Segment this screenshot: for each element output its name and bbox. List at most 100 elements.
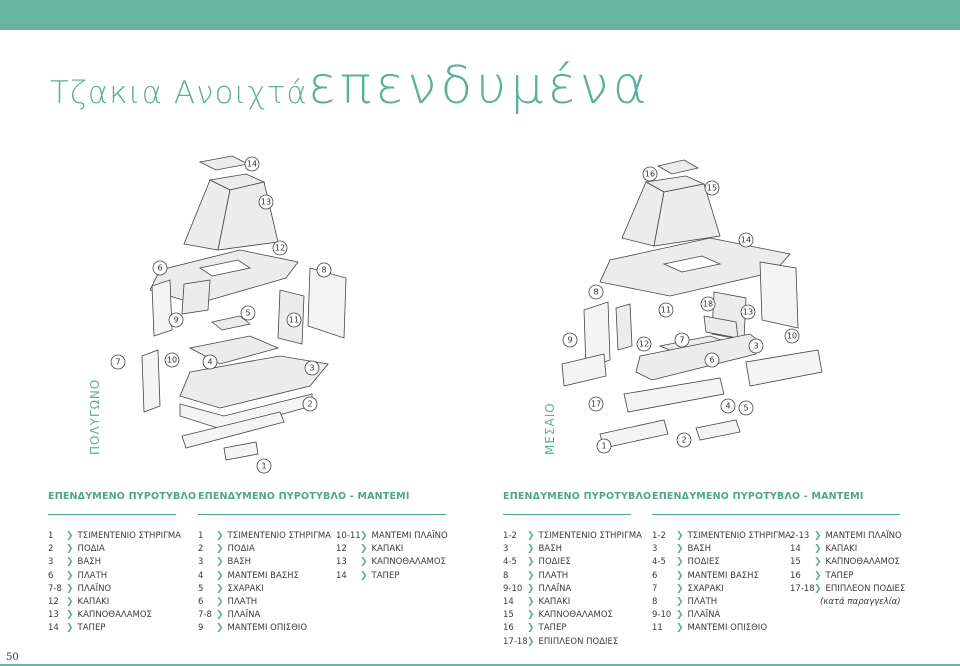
- part-base: [179, 355, 329, 409]
- part-side-7: [141, 349, 161, 413]
- svg-text:16: 16: [645, 170, 655, 179]
- list-item: 8❯ΠΛΑΤΗ: [503, 570, 569, 581]
- list-item: 2-13❯ΜΑΝΤΕΜΙ ΠΛΑΪΝΟ: [790, 531, 902, 541]
- svg-text:3: 3: [309, 364, 314, 373]
- svg-text:4: 4: [725, 402, 730, 411]
- list-item: 13❯ΚΑΠΝΟΘΑΛΑΜΟΣ: [48, 610, 152, 621]
- svg-text:14: 14: [741, 236, 751, 245]
- svg-text:12: 12: [275, 244, 285, 253]
- svg-text:12: 12: [639, 340, 649, 349]
- list-item: 14❯ΤΑΠΕΡ: [336, 570, 400, 581]
- callouts-polygon: 14 13 12 6 8 9 5 11 7 10 4 3 2 1: [110, 156, 332, 474]
- page-number: 50: [6, 652, 19, 663]
- callout-8: 8: [588, 284, 604, 300]
- callout-2: 2: [302, 396, 318, 412]
- callout-8: 8: [316, 262, 332, 278]
- svg-text:8: 8: [593, 288, 598, 297]
- svg-text:10: 10: [787, 332, 797, 341]
- part-support: [181, 411, 285, 449]
- list-item: 16❯ΤΑΠΕΡ: [503, 623, 567, 634]
- part-cast-side: [615, 303, 633, 351]
- callout-13: 13: [740, 304, 756, 320]
- svg-text:9: 9: [567, 336, 572, 345]
- list-item: 3❯ΒΑΣΗ: [652, 544, 711, 555]
- list-item: 3❯ΒΑΣΗ: [48, 557, 101, 568]
- callout-15: 15: [704, 180, 720, 196]
- part-grate: [211, 315, 251, 331]
- section-heading-4: ΕΠΕΝΔΥΜΕΝΟ ΠΥΡΟΤΥΒΛΟ - ΜΑΝΤΕΜΙ: [652, 491, 864, 502]
- svg-text:10: 10: [167, 356, 177, 365]
- list-item: 12❯ΚΑΠΑΚΙ: [48, 597, 110, 608]
- section-rule-3: [503, 514, 631, 515]
- callout-3: 3: [304, 360, 320, 376]
- list-item: 1❯ΤΣΙΜΕΝΤΕΝΙΟ ΣΤΗΡΙΓΜΑ: [198, 531, 331, 541]
- svg-text:6: 6: [709, 356, 714, 365]
- list-item: 6❯ΜΑΝΤΕΜΙ ΒΑΣΗΣ: [652, 570, 759, 581]
- part-side-left: [151, 279, 173, 337]
- part-apron: [623, 377, 725, 413]
- svg-text:4: 4: [207, 358, 212, 367]
- part-taper: [656, 159, 700, 175]
- list-item: 15❯ΚΑΠΝΟΘΑΛΑΜΟΣ: [503, 610, 613, 621]
- list-item: 3❯ΒΑΣΗ: [503, 544, 562, 555]
- svg-text:13: 13: [743, 308, 753, 317]
- callout-6: 6: [704, 352, 720, 368]
- svg-text:5: 5: [245, 309, 250, 318]
- legend-section-2-col-2: 10-11❯ΜΑΝΤΕΜΙ ΠΛΑΪΝΟ 12❯ΚΑΠΑΚΙ 13❯ΚΑΠΝΟΘ…: [336, 530, 448, 583]
- page-title: Τζακια Ανοιχτάεπενδυμένα: [50, 56, 651, 116]
- title-part-2: επενδυμένα: [307, 56, 651, 116]
- exploded-diagram-medium: [561, 159, 823, 449]
- callout-9: 9: [562, 332, 578, 348]
- title-part-1: Τζακια Ανοιχτά: [50, 75, 308, 111]
- top-accent-bar: [0, 0, 960, 30]
- list-item: 12❯ΚΑΠΑΚΙ: [336, 544, 404, 555]
- callout-10: 10: [784, 328, 800, 344]
- part-side-right: [307, 267, 347, 339]
- svg-text:6: 6: [157, 264, 162, 273]
- svg-text:9: 9: [173, 316, 178, 325]
- svg-text:1: 1: [601, 442, 606, 451]
- callout-3: 3: [748, 338, 764, 354]
- callouts-medium: 16 15 14 8 11 18 13 9 12 7 6 3 10 17 4 5…: [562, 166, 800, 454]
- list-item: 15❯ΚΑΠΝΟΘΑΛΑΜΟΣ: [790, 557, 900, 568]
- callout-4: 4: [202, 354, 218, 370]
- svg-text:3: 3: [753, 342, 758, 351]
- svg-text:7: 7: [679, 336, 684, 345]
- callout-7: 7: [674, 332, 690, 348]
- legend-section-1: 1❯ΤΣΙΜΕΝΤΕΝΙΟ ΣΤΗΡΙΓΜΑ 2❯ΠΟΔΙΑ 3❯ΒΑΣΗ 6❯…: [48, 530, 181, 636]
- callout-5: 5: [240, 305, 256, 321]
- list-item: 13❯ΚΑΠΝΟΘΑΛΑΜΟΣ: [336, 557, 446, 568]
- list-item: 11❯ΜΑΝΤΕΜΙ ΟΠΙΣΘΙΟ: [652, 623, 768, 634]
- list-item: 7-8❯ΠΛΑΪΝΟ: [48, 583, 112, 594]
- list-item: 3❯ΒΑΣΗ: [198, 557, 251, 568]
- svg-text:2: 2: [681, 436, 686, 445]
- part-extra-right: [745, 349, 823, 387]
- list-item: 17-18❯ΕΠΙΠΛΕΟΝ ΠΟΔΙΕΣ: [503, 636, 619, 647]
- bottom-accent-line: [0, 664, 960, 666]
- list-item: 2❯ΠΟΔΙΑ: [48, 544, 105, 555]
- part-side-left: [583, 301, 611, 369]
- section-rule-2: [198, 514, 446, 515]
- legend-section-4-col-1: 1-2❯ΤΣΙΜΕΝΤΕΝΙΟ ΣΤΗΡΙΓΜΑ 3❯ΒΑΣΗ 4-5❯ΠΟΔΙ…: [652, 530, 791, 636]
- callout-5: 5: [738, 400, 754, 416]
- callout-17: 17: [588, 396, 604, 412]
- list-item: 1-2❯ΤΣΙΜΕΝΤΕΝΙΟ ΣΤΗΡΙΓΜΑ: [652, 531, 791, 541]
- callout-2: 2: [676, 432, 692, 448]
- callout-9: 9: [168, 312, 184, 328]
- callout-12: 12: [636, 336, 652, 352]
- list-item: 14❯ΚΑΠΑΚΙ: [790, 544, 858, 555]
- callout-11: 11: [286, 312, 302, 328]
- callout-1: 1: [256, 458, 272, 474]
- svg-text:2: 2: [307, 400, 312, 409]
- callout-18: 18: [700, 296, 716, 312]
- svg-text:14: 14: [247, 160, 257, 169]
- side-label-medium: ΜΕΣΑΙΟ: [543, 402, 557, 455]
- part-side-right: [759, 261, 799, 329]
- list-item: 9❯ΜΑΝΤΕΜΙ ΟΠΙΣΘΙΟ: [198, 623, 308, 634]
- part-base: [635, 333, 761, 381]
- callout-13: 13: [258, 194, 274, 210]
- legend-section-2-col-1: 1❯ΤΣΙΜΕΝΤΕΝΙΟ ΣΤΗΡΙΓΜΑ 2❯ΠΟΔΙΑ 3❯ΒΑΣΗ 4❯…: [198, 530, 331, 636]
- list-item: 17-18❯ΕΠΙΠΛΕΟΝ ΠΟΔΙΕΣ: [790, 583, 906, 594]
- legend-section-4-col-2: 2-13❯ΜΑΝΤΕΜΙ ΠΛΑΪΝΟ 14❯ΚΑΠΑΚΙ 15❯ΚΑΠΝΟΘΑ…: [790, 530, 905, 609]
- callout-11: 11: [658, 302, 674, 318]
